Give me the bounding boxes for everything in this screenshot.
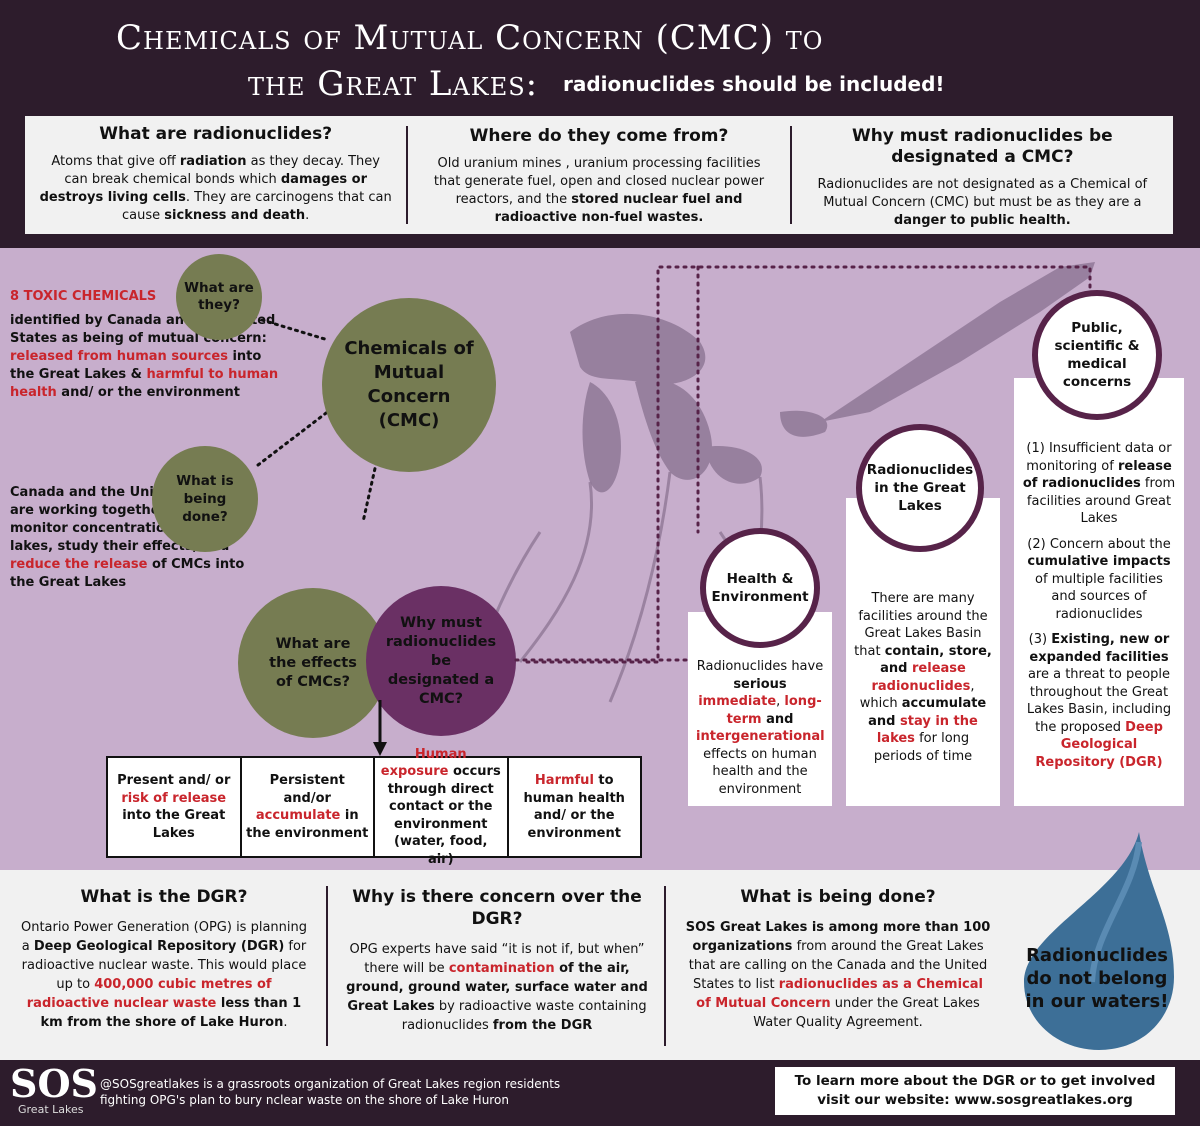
info-what: What are radionuclides? Atoms that give … [25,116,406,234]
sos-logo: SOS [10,1061,98,1106]
concern-section: Why is there concern over the DGR? OPG e… [342,886,652,1035]
dgr-section: What is the DGR? Ontario Power Generatio… [20,886,308,1032]
what-is-being-done-circle: What is being done? [152,446,258,552]
public-ring: Public, scientific & medical concerns [1032,290,1162,420]
why-designated-circle: Why must radionuclides be designated a C… [366,586,516,736]
water-drop-icon [1024,832,1174,1050]
info-where-heading: Where do they come from? [469,126,729,146]
info-what-heading: What are radionuclides? [99,124,333,144]
public-card: (1) Insufficient data or monitoring of r… [1014,378,1184,806]
health-ring: Health & Environment [700,528,820,648]
what-are-they-circle: What are they? [176,254,262,340]
effect-persistent: Persistent and/or accumulate in the envi… [239,758,374,856]
cta-line-2[interactable]: visit our website: www.sosgreatlakes.org [817,1092,1133,1108]
doing-text: SOS Great Lakes is among more than 100 o… [685,920,991,1030]
info-what-text: Atoms that give off radiation as they de… [39,154,392,223]
info-why-text: Radionuclides are not designated as a Ch… [817,177,1148,228]
title-line-1: Chemicals of Mutual Concern (CMC) to [116,18,824,58]
concern-heading: Why is there concern over the DGR? [352,887,642,929]
dotted-connector [514,658,694,662]
info-where: Where do they come from? Old uranium min… [406,126,789,225]
bottom-panel: What is the DGR? Ontario Power Generatio… [0,870,1200,1060]
subtitle: radionuclides should be included! [563,72,945,96]
cmc-circle: Chemicals of Mutual Concern (CMC) [322,298,496,472]
info-why-heading: Why must radionuclides be designated a C… [851,126,1113,167]
sos-logo-subtitle: Great Lakes [18,1103,84,1116]
doing-heading: What is being done? [740,887,936,907]
info-where-text: Old uranium mines , uranium processing f… [433,156,765,225]
website-cta[interactable]: To learn more about the DGR or to get in… [775,1067,1175,1115]
info-why: Why must radionuclides be designated a C… [789,126,1173,228]
drop-text: Radionuclides do not belong in our water… [1025,945,1169,1012]
effects-circle: What are the effects of CMCs? [238,588,388,738]
title-line-2: the Great Lakes: [248,64,539,104]
lakes-ring: Radionuclides in the Great Lakes [856,424,984,552]
info-panel: What are radionuclides? Atoms that give … [25,116,1173,234]
dgr-text: Ontario Power Generation (OPG) is planni… [20,920,308,1030]
lakes-card: There are many facilities around the Gre… [846,498,1000,806]
cta-line-1: To learn more about the DGR or to get in… [794,1073,1156,1089]
toxic-heading: 8 TOXIC CHEMICALS [10,289,157,304]
footer-text: @SOSgreatlakes is a grassroots organizat… [100,1077,561,1107]
great-lakes-map [458,262,1095,733]
divider [664,886,666,1046]
concern-text: OPG experts have said “it is not if, but… [346,942,648,1033]
dgr-heading: What is the DGR? [80,887,248,907]
connector-lines [256,318,380,520]
effect-harmful: Harmful to human health and/ or the envi… [506,758,641,856]
effect-exposure: Human exposure occurs through direct con… [373,747,507,867]
effect-present: Present and/ or risk of release into the… [117,773,231,841]
effects-table: Present and/ or risk of release into the… [106,747,642,867]
divider [326,886,328,1046]
doing-section: What is being done? SOS Great Lakes is a… [684,886,992,1032]
down-arrow-icon [373,700,387,756]
